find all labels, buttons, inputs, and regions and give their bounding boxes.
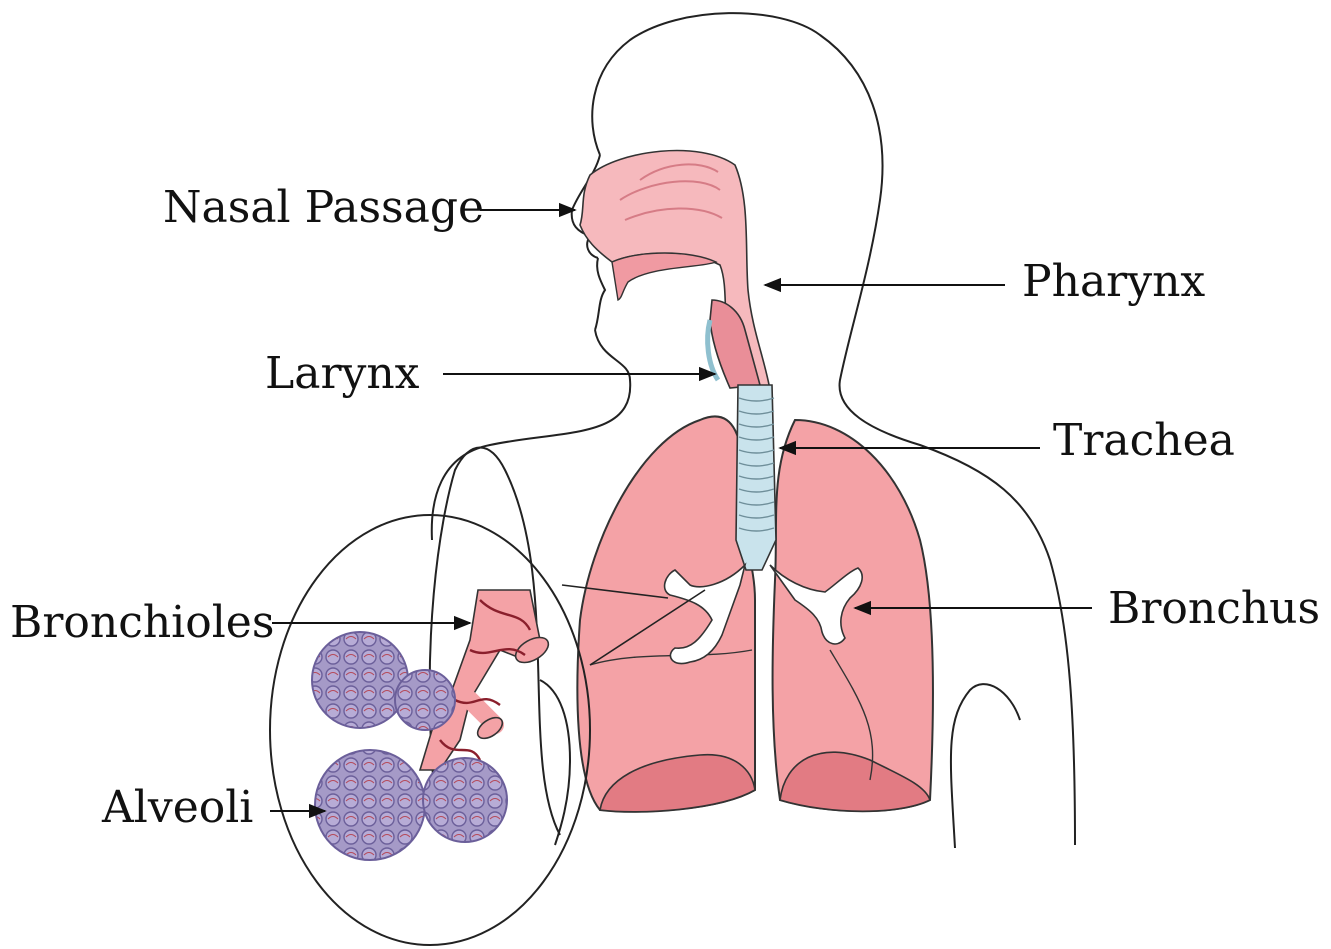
- label-pharynx: Pharynx: [1022, 256, 1205, 307]
- label-bronchioles: Bronchioles: [10, 597, 274, 648]
- alveoli-cluster: [395, 670, 455, 730]
- label-trachea: Trachea: [1053, 415, 1235, 466]
- right-lung: [773, 420, 933, 811]
- trachea: [736, 385, 776, 570]
- label-bronchus: Bronchus: [1108, 583, 1320, 634]
- alveoli-cluster: [312, 632, 408, 728]
- alveoli-cluster: [423, 758, 507, 842]
- label-alveoli: Alveoli: [101, 782, 253, 833]
- alveoli-cluster: [315, 750, 425, 860]
- label-nasal-passage: Nasal Passage: [163, 182, 484, 233]
- label-larynx: Larynx: [265, 348, 420, 399]
